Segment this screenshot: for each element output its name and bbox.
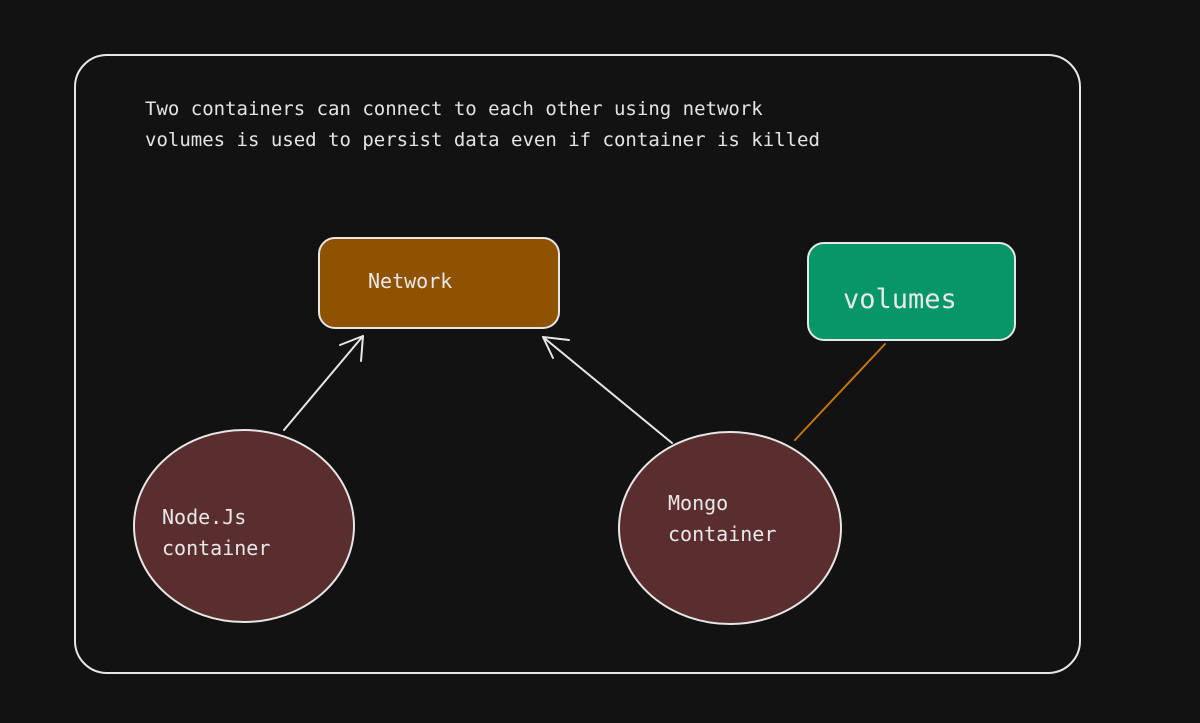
nodejs-container-node[interactable]: Node.Js container xyxy=(133,429,355,623)
mongo-volumes-link xyxy=(794,343,886,441)
note-line-2: volumes is used to persist data even if … xyxy=(145,129,820,151)
mongo-label-line-1: Mongo xyxy=(668,491,728,515)
mongo-container-ellipse xyxy=(618,431,842,625)
nodejs-label-line-2: container xyxy=(162,536,270,560)
note-line-1: Two containers can connect to each other… xyxy=(145,98,763,120)
volumes-box xyxy=(807,242,1016,341)
connectors xyxy=(283,335,886,444)
network-box xyxy=(318,237,560,329)
nodejs-label-line-1: Node.Js xyxy=(162,505,246,529)
network-node[interactable]: Network xyxy=(318,237,560,329)
outer-frame xyxy=(74,54,1081,674)
mongo-container-node[interactable]: Mongo container xyxy=(618,431,842,625)
mongo-to-network-arrow xyxy=(542,336,673,444)
mongo-network-arrowhead xyxy=(542,336,570,359)
volumes-node[interactable]: volumes xyxy=(807,242,1016,341)
nodejs-to-network-arrow xyxy=(283,335,364,431)
volumes-label: volumes xyxy=(843,284,957,315)
mongo-label-line-2: container xyxy=(668,522,776,546)
nodejs-container-ellipse xyxy=(133,429,355,623)
network-label: Network xyxy=(368,269,452,293)
nodejs-network-arrowhead xyxy=(339,335,364,362)
